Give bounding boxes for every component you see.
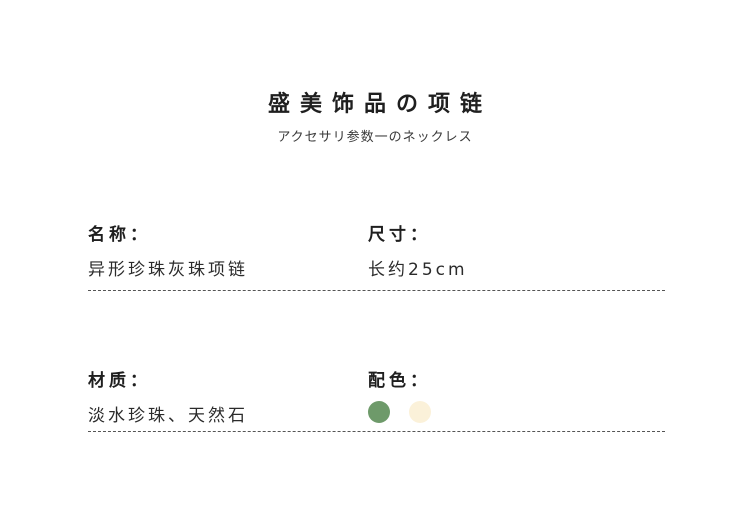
- spec-material-label: 材质：: [88, 371, 151, 391]
- spec-material-value: 淡水珍珠、天然石: [88, 406, 248, 426]
- spec-size-value: 长约25cm: [368, 260, 468, 280]
- spec-name-label: 名称：: [88, 225, 151, 245]
- divider-top: [88, 290, 665, 291]
- color-swatch-cream: [409, 401, 431, 423]
- spec-size-label: 尺寸：: [368, 225, 431, 245]
- spec-color-label: 配色：: [368, 371, 431, 391]
- spec-size: 尺寸： 长约25cm: [368, 220, 468, 280]
- spec-name-value: 异形珍珠灰珠项链: [88, 260, 248, 280]
- page-subtitle: アクセサリ参数一のネックレス: [277, 130, 473, 145]
- page-title: 盛美饰品の项链: [267, 92, 492, 117]
- divider-bottom: [88, 431, 665, 432]
- spec-color: 配色：: [368, 366, 450, 423]
- color-swatch-list: [368, 401, 450, 423]
- spec-material: 材质： 淡水珍珠、天然石: [88, 366, 248, 426]
- color-swatch-green: [368, 401, 390, 423]
- spec-name: 名称： 异形珍珠灰珠项链: [88, 220, 248, 280]
